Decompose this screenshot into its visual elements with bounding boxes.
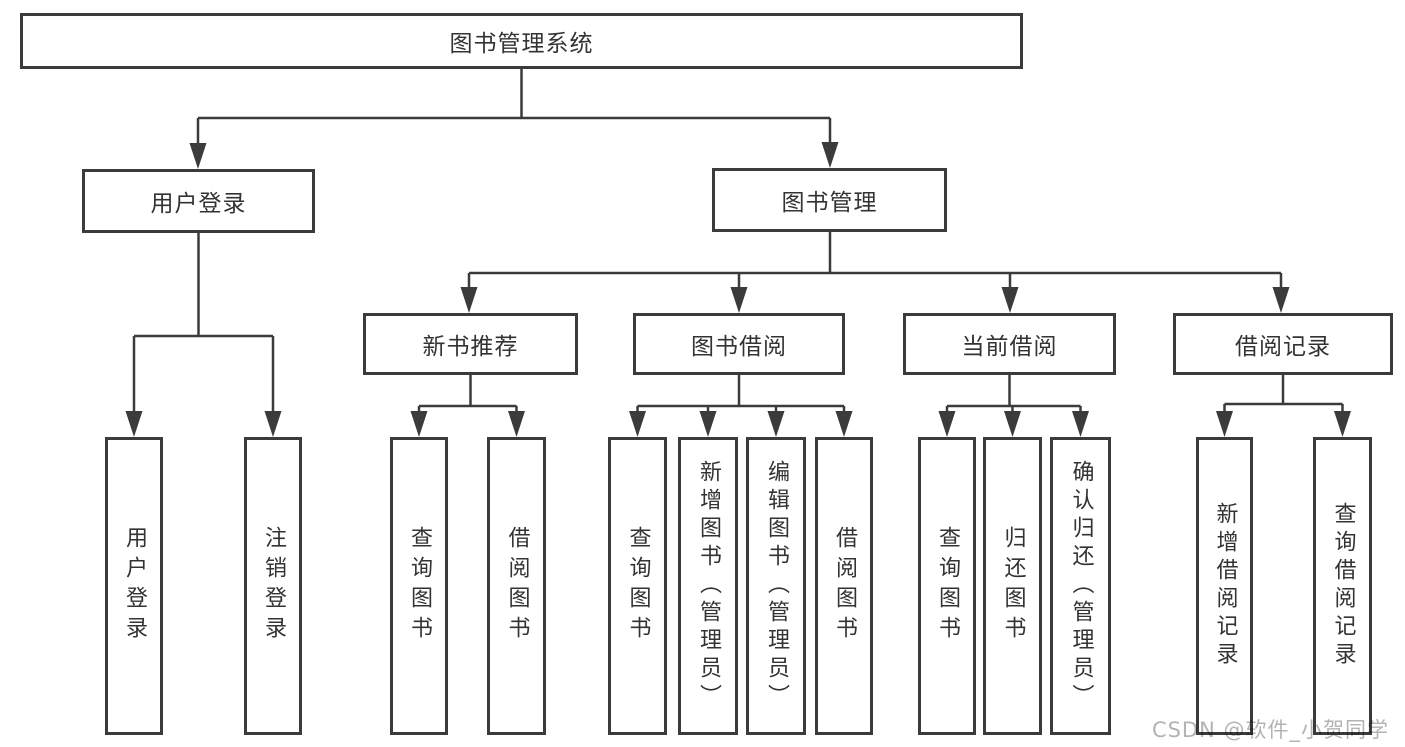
node-label: 借阅图书 [504, 526, 530, 646]
leaf-edit-books-admin: 编辑图书（管理员） [746, 437, 806, 735]
leaf-confirm-return-admin: 确认归还（管理员） [1050, 437, 1111, 735]
node-label: 查询图书 [935, 526, 960, 646]
node-user-login: 用户登录 [82, 169, 315, 233]
leaf-query-books-recommend: 查询图书 [390, 437, 448, 735]
node-new-book-recommend: 新书推荐 [363, 313, 578, 375]
node-label: 图书管理 [781, 190, 878, 216]
node-label: 用户登录 [150, 191, 247, 217]
node-label: 查询借阅记录 [1330, 502, 1356, 670]
node-book-management-system: 图书管理系统 [20, 13, 1023, 69]
leaf-return-books: 归还图书 [983, 437, 1042, 735]
node-label: 借阅图书 [832, 526, 857, 646]
node-label: 查询图书 [625, 526, 651, 646]
leaf-add-borrow-record: 新增借阅记录 [1196, 437, 1253, 735]
node-borrowing-records: 借阅记录 [1173, 313, 1393, 375]
node-label: 查询图书 [407, 526, 432, 646]
node-label: 注销登录 [261, 526, 286, 646]
node-book-borrowing: 图书借阅 [633, 313, 845, 375]
node-book-management: 图书管理 [712, 168, 947, 232]
leaf-logout: 注销登录 [244, 437, 302, 735]
node-label: 新增借阅记录 [1212, 502, 1238, 670]
node-label: 借阅记录 [1235, 334, 1331, 360]
node-current-borrowing: 当前借阅 [903, 313, 1116, 375]
leaf-query-books-borrow: 查询图书 [608, 437, 667, 735]
leaf-borrow-books-recommend: 借阅图书 [487, 437, 546, 735]
node-label: 新书推荐 [422, 334, 519, 360]
node-label: 归还图书 [1000, 526, 1026, 646]
node-label: 新增图书（管理员） [696, 460, 721, 712]
leaf-query-books-current: 查询图书 [918, 437, 976, 735]
node-label: 用户登录 [122, 526, 147, 646]
node-label: 当前借阅 [961, 334, 1058, 360]
node-label: 图书借阅 [691, 334, 787, 360]
leaf-query-borrow-record: 查询借阅记录 [1313, 437, 1372, 735]
node-label: 编辑图书（管理员） [764, 460, 789, 712]
leaf-user-login: 用户登录 [105, 437, 163, 735]
node-label: 确认归还（管理员） [1068, 460, 1094, 712]
leaf-borrow-books: 借阅图书 [815, 437, 873, 735]
leaf-add-books-admin: 新增图书（管理员） [678, 437, 738, 735]
node-label: 图书管理系统 [449, 31, 594, 57]
csdn-watermark: CSDN @软件_小贺同学 [1151, 718, 1389, 742]
